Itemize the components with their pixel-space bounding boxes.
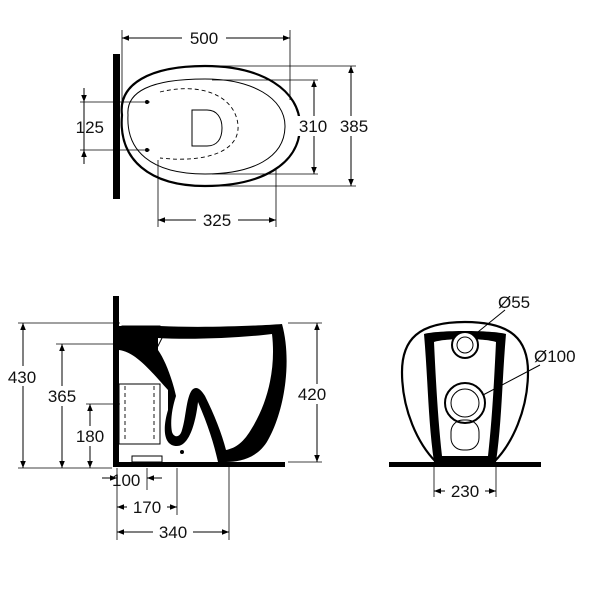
- leader-o55: [472, 309, 506, 337]
- dim-label-420: 420: [298, 385, 326, 404]
- bowl-body-rear: [400, 320, 530, 464]
- dim-label-125: 125: [76, 118, 104, 137]
- wall-top-view: [113, 54, 120, 199]
- dim-label-365: 365: [48, 387, 76, 406]
- dim-label-385: 385: [340, 117, 368, 136]
- dim-label-310: 310: [299, 117, 327, 136]
- dim-label-100: 100: [112, 471, 140, 490]
- floor-fixing-side: [131, 455, 163, 463]
- dim-label-180: 180: [76, 427, 104, 446]
- dim-label-230: 230: [451, 482, 479, 501]
- bowl-outline-top: [120, 64, 302, 188]
- wall-side-view: [113, 296, 119, 466]
- outlet-pipe-side: [118, 383, 161, 445]
- outlet-opening-top: [191, 109, 223, 147]
- dim-label-o100: Ø100: [534, 347, 576, 366]
- side-view: 430 365 180 420 100 170 340: [2, 296, 336, 542]
- dim-label-170: 170: [133, 498, 161, 517]
- frame-rear: [424, 331, 506, 462]
- fixing-point-side: [180, 450, 184, 454]
- dim-label-430: 430: [8, 368, 36, 387]
- inlet-rear: [451, 331, 479, 359]
- floor-side-view: [113, 462, 285, 467]
- rim-dashed: [159, 88, 239, 160]
- rear-view: Ø55 Ø100 230: [389, 293, 576, 501]
- top-view: 500 125 325 310 385: [76, 28, 374, 230]
- dim-label-500: 500: [190, 29, 218, 48]
- bowl-inner-top: [127, 78, 286, 175]
- floor-rear-view: [389, 462, 541, 467]
- leader-o100: [482, 364, 541, 396]
- dim-label-o55: Ø55: [498, 293, 530, 312]
- slot-rear: [450, 419, 480, 451]
- inlet-connector-side: [121, 325, 163, 351]
- dim-label-340: 340: [159, 523, 187, 542]
- dim-label-325: 325: [203, 211, 231, 230]
- bowl-cavity-side: [158, 334, 274, 450]
